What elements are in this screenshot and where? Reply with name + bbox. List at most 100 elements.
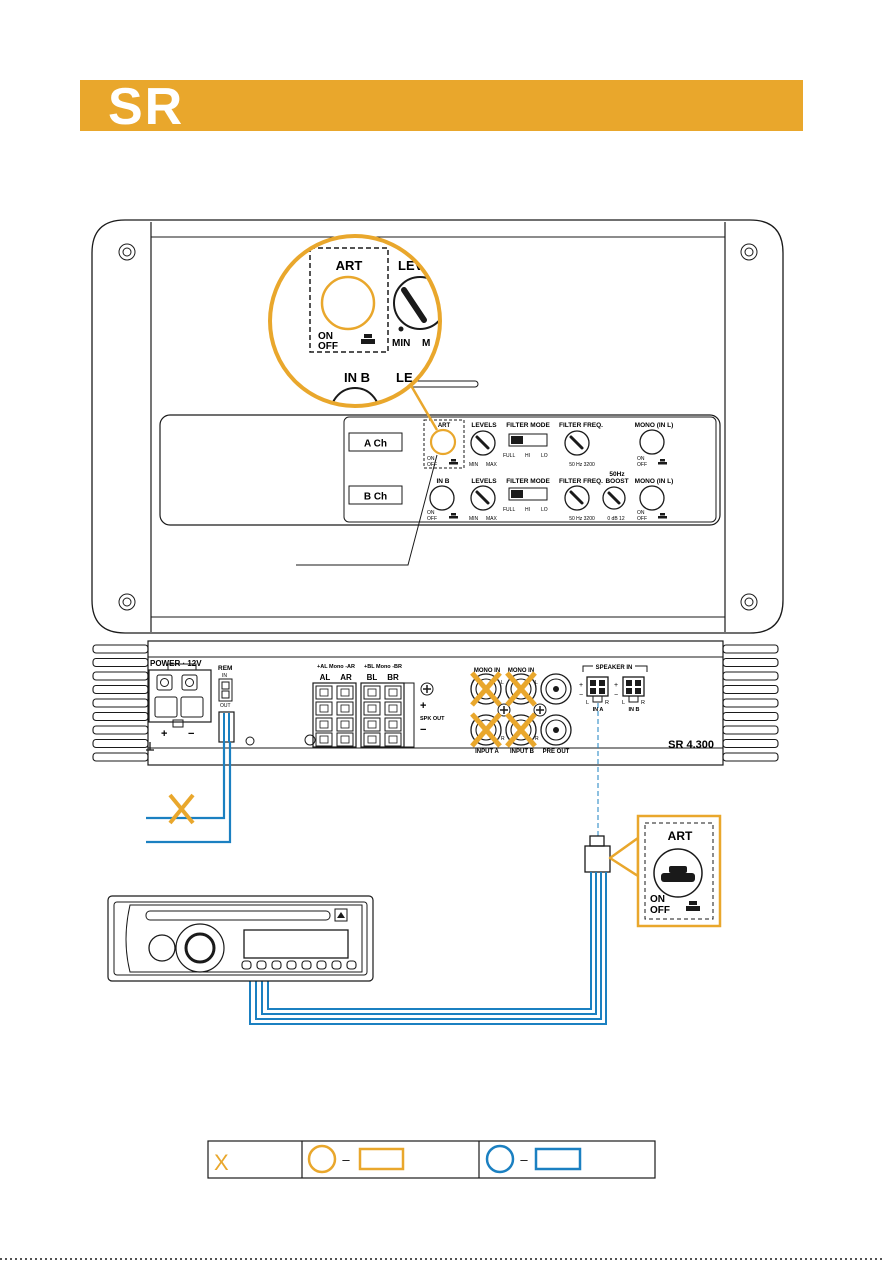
mono-a-label: MONO (IN L)	[635, 422, 674, 429]
callout-art-button[interactable]	[653, 848, 703, 898]
rem-pin	[221, 681, 230, 690]
socket-pin	[599, 680, 605, 686]
mono-b-off: OFF	[637, 516, 647, 522]
spk-minus: −	[420, 724, 426, 736]
terminal-screw	[388, 704, 398, 713]
mono-b-button[interactable]	[639, 485, 665, 511]
spk-a-header: +AL Mono -AR	[317, 664, 355, 670]
head-unit-outer	[107, 895, 374, 982]
terminal-screw	[340, 688, 350, 697]
zoom-max-label: M	[422, 338, 430, 349]
socket-pin	[626, 688, 632, 694]
fuse-icon	[172, 719, 184, 728]
filter-mode-a-switch[interactable]	[508, 433, 548, 447]
speaker-in-plus: +	[579, 682, 583, 689]
socket-pin	[590, 688, 596, 694]
led-icon	[245, 736, 255, 746]
magnifier: ART ON OFF LEV MIN M IN B LE	[268, 234, 442, 408]
amplifier-top-view: A Ch ART ON OFF LEVELS MIN MAX FILTER MO…	[91, 219, 784, 634]
rca-jack	[505, 714, 537, 746]
preset-button	[331, 960, 342, 970]
callout-pointer	[608, 836, 640, 878]
filter-freq-a-knob[interactable]	[564, 430, 590, 456]
press-icon	[658, 513, 667, 519]
screw-icon	[740, 593, 758, 611]
in-b-button-small[interactable]	[429, 485, 455, 511]
control-row-a: A Ch ART ON OFF LEVELS MIN MAX FILTER MO…	[348, 419, 674, 469]
heatsink-fin	[722, 698, 779, 708]
art-button-small[interactable]	[429, 428, 457, 456]
preset-button	[271, 960, 282, 970]
speaker-terminal-cell	[336, 732, 354, 747]
zoom-art-label: ART	[336, 258, 363, 273]
speaker-terminal-cells	[315, 685, 402, 747]
preset-button	[286, 960, 297, 970]
boost-knob[interactable]	[602, 486, 626, 510]
press-icon	[361, 334, 375, 344]
zoom-levels-b-label: LE	[396, 370, 413, 385]
knob-pointer	[401, 287, 427, 323]
plug-body	[584, 845, 611, 873]
speaker-wire	[261, 872, 597, 1015]
press-icon	[686, 901, 700, 911]
power-button-round[interactable]	[148, 934, 176, 962]
callout-art-label: ART	[668, 829, 693, 843]
speaker-in-b-r: R	[641, 700, 645, 706]
mono-in-label-1: MONO IN	[474, 668, 500, 674]
speaker-in-b-socket[interactable]	[622, 676, 645, 697]
heatsink-fin	[92, 725, 149, 735]
speaker-in-b-minus: −	[614, 692, 618, 699]
levels-a-knob[interactable]	[470, 430, 496, 456]
knob-pointer	[607, 491, 621, 505]
filter-mode-b-switch[interactable]	[508, 487, 548, 501]
terminal-screw	[388, 688, 398, 697]
magnifier-ring	[268, 234, 442, 408]
zoom-art-button[interactable]	[320, 275, 376, 331]
boost-top-label: 50Hz	[609, 471, 625, 478]
volume-knob[interactable]	[184, 932, 216, 964]
socket-pin	[626, 680, 632, 686]
legend-blue-circle	[485, 1144, 515, 1174]
art-callout: ART ON OFF	[608, 814, 722, 928]
rca-jack-ring	[510, 719, 532, 741]
knob-pointer	[569, 490, 584, 505]
input-a-label: INPUT A	[475, 749, 499, 755]
speaker-in-a-socket[interactable]	[586, 676, 609, 697]
control-recess	[159, 414, 721, 526]
mono-a-button[interactable]	[639, 429, 665, 455]
heatsink-fin	[92, 752, 149, 762]
knob-pointer	[475, 435, 490, 450]
rca-jack-ring	[545, 678, 567, 700]
press-icon	[449, 513, 458, 519]
ar-label: AR	[340, 673, 352, 682]
rem-in-label: IN	[222, 673, 227, 679]
heatsink-fin	[92, 671, 149, 681]
filter-freq-b-knob[interactable]	[564, 485, 590, 511]
terminal-screw	[367, 720, 377, 729]
in-b-label-small: IN B	[437, 478, 450, 485]
remote-wire	[146, 742, 232, 844]
speaker-wire	[255, 872, 602, 1020]
filter-freq-a-range: 50 Hz 3200	[569, 462, 595, 468]
zoom-in-b-button	[330, 387, 380, 406]
boost-label: BOOST	[605, 478, 628, 485]
heatsink-fin	[722, 657, 779, 668]
callout-on-label: ON	[650, 894, 665, 905]
rem-out-label: OUT	[220, 703, 231, 709]
power-bracket	[167, 663, 197, 670]
spk-b-header: +BL Mono -BR	[364, 664, 402, 670]
terminal-screw	[319, 735, 329, 744]
bl-label: BL	[367, 673, 378, 682]
mono-b-label: MONO (IN L)	[635, 478, 674, 485]
speaker-in-label-bg	[593, 662, 635, 670]
heatsink-fin	[722, 711, 779, 722]
levels-b-knob[interactable]	[470, 485, 496, 511]
screw-icon	[160, 678, 169, 687]
socket-pin	[599, 688, 605, 694]
socket-pin	[635, 680, 641, 686]
terminal-screw	[319, 720, 329, 729]
zoom-dot	[398, 326, 404, 332]
speaker-terminal-cell	[363, 717, 381, 732]
x-mark	[505, 671, 537, 707]
